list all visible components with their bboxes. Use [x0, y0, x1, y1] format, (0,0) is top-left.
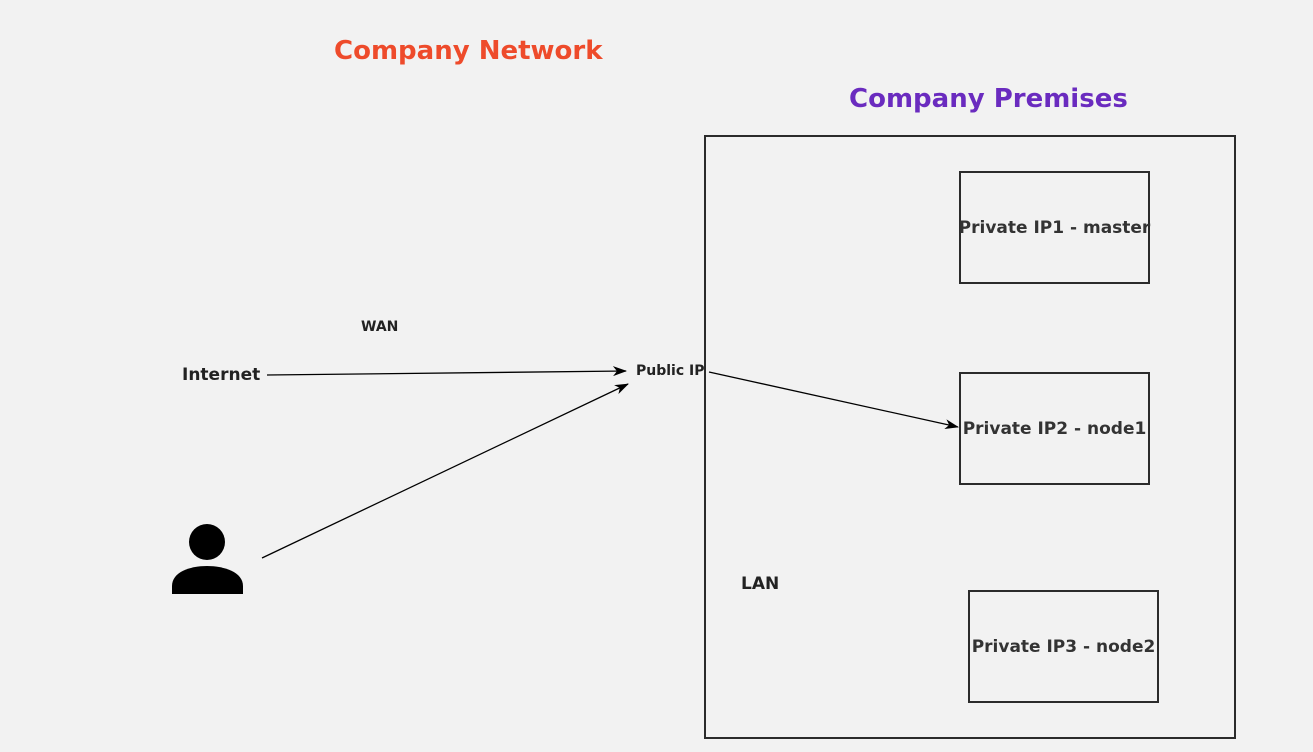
user-icon [172, 524, 243, 594]
company-network-title: Company Network [334, 36, 603, 66]
node-label-node1: Private IP2 - node1 [962, 418, 1147, 439]
public-ip-label: Public IP [636, 363, 705, 379]
wan-label: WAN [361, 319, 399, 335]
node-box-node1: Private IP2 - node1 [959, 372, 1150, 485]
internet-label: Internet [182, 365, 261, 385]
internet-to-public-ip-arrow [266, 366, 627, 377]
user-to-public-ip-arrow [261, 383, 629, 559]
node-label-node2: Private IP3 - node2 [971, 636, 1156, 657]
lan-label: LAN [741, 574, 780, 594]
company-premises-title: Company Premises [849, 84, 1128, 114]
company-premises-box [704, 135, 1236, 739]
node-box-master: Private IP1 - master [959, 171, 1150, 284]
node-label-master: Private IP1 - master [958, 217, 1151, 238]
node-box-node2: Private IP3 - node2 [968, 590, 1159, 703]
